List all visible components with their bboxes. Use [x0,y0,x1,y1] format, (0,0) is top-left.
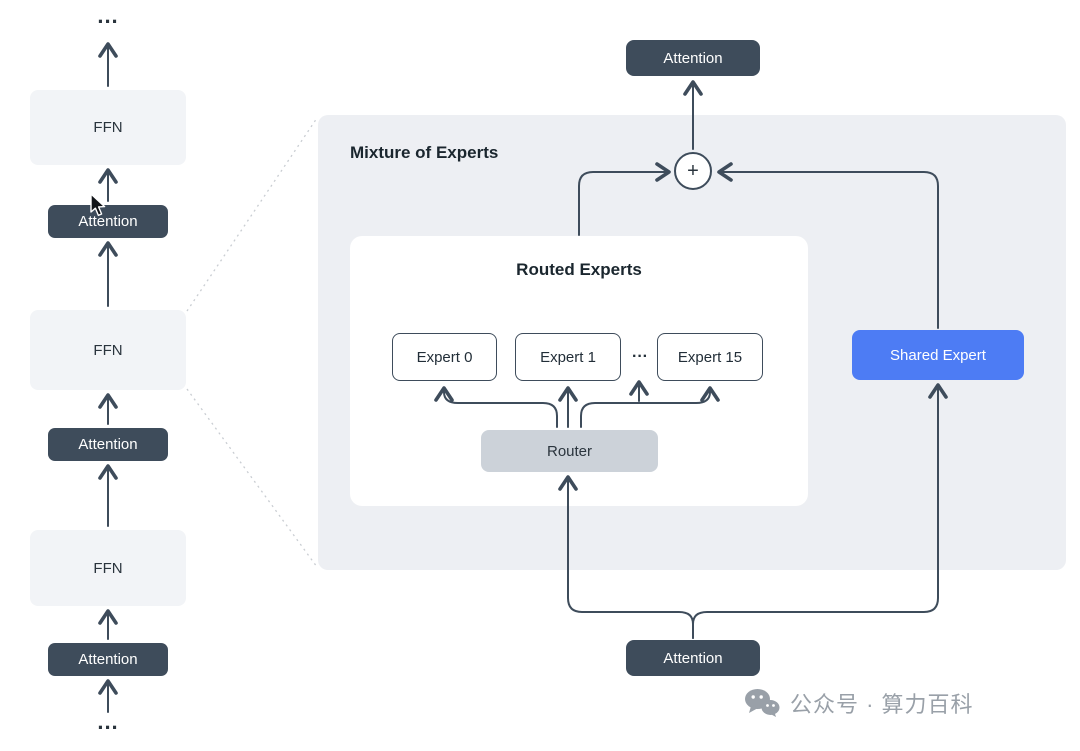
ffn-block-2-label: FFN [93,341,123,359]
attention-output-block: Attention [626,40,760,76]
expansion-dashed-lines [186,117,318,568]
watermark-text: 公众号 · 算力百科 [790,692,974,717]
attention-block-2: Attention [48,428,168,461]
plus-sign: + [687,159,699,182]
ffn-block-1: FFN [30,90,186,165]
attention-block-1-label: Attention [78,213,138,230]
expert-1-label: Expert 1 [540,348,596,366]
shared-expert-block: Shared Expert [852,330,1024,380]
ffn-block-3-label: FFN [93,559,123,577]
stack-ellipsis-top: ... [97,3,119,28]
watermark: 公众号 · 算力百科 [744,687,974,719]
mouse-cursor [90,193,106,217]
router-label: Router [546,442,593,460]
router-block: Router [481,430,658,472]
attention-block-2-label: Attention [78,436,138,453]
experts-ellipsis: ··· [632,348,648,365]
attention-block-3-label: Attention [78,651,138,668]
expert-15-block: Expert 15 [657,333,763,381]
expert-0-block: Expert 0 [392,333,497,381]
wechat-icon [745,689,780,717]
attention-input-block: Attention [626,640,760,676]
expert-15-label: Expert 15 [677,348,743,366]
attention-output-label: Attention [663,49,723,67]
ffn-block-1-label: FFN [93,119,123,136]
moe-panel-title: Mixture of Experts [350,143,499,162]
shared-expert-label: Shared Expert [890,346,986,364]
stack-ellipsis-bottom: ... [97,709,119,734]
ffn-block-3: FFN [30,530,186,606]
attention-input-label: Attention [663,649,723,667]
expert-1-block: Expert 1 [515,333,621,381]
expert-0-label: Expert 0 [416,348,473,366]
attention-block-1: Attention [48,205,168,238]
attention-block-3: Attention [48,643,168,676]
routed-experts-title: Routed Experts [516,260,642,279]
sum-node: + [674,152,712,190]
ffn-block-2-expanded: FFN [30,310,186,390]
